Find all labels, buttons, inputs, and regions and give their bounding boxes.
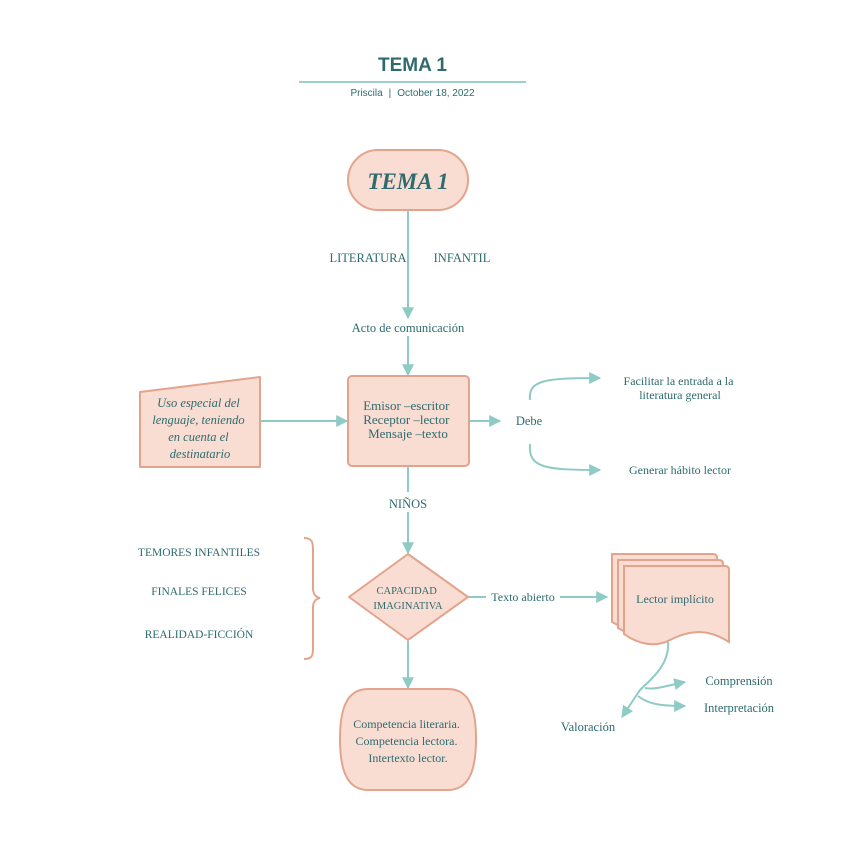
decision-shape xyxy=(348,553,469,641)
input-shape xyxy=(139,376,261,468)
process-text: Emisor –escritor Receptor –lector Mensaj… xyxy=(363,398,453,441)
node-end: Competencia literaria. Competencia lecto… xyxy=(338,688,478,791)
side-list-item: FINALES FELICES xyxy=(151,586,247,598)
decision-line: IMAGINATIVA xyxy=(373,601,443,612)
node-decision: CAPACIDAD IMAGINATIVA xyxy=(348,553,469,641)
title-divider xyxy=(299,81,526,83)
connector-to-interpretacion xyxy=(637,695,687,712)
label-interpretacion: Interpretación xyxy=(704,701,775,715)
input-line: lenguaje, teniendo xyxy=(152,413,244,427)
side-list-item: TEMORES INFANTILES xyxy=(138,547,260,559)
meta-separator: | xyxy=(388,88,392,99)
end-line: Competencia lectora. xyxy=(356,734,458,748)
date: October 18, 2022 xyxy=(397,88,475,99)
side-list-item: REALIDAD-FICCIÓN xyxy=(145,627,254,641)
label-generar: Generar hábito lector xyxy=(629,463,731,477)
document-meta: Priscila | October 18, 2022 xyxy=(0,88,825,99)
node-input: Uso especial del lenguaje, teniendo en c… xyxy=(139,376,261,468)
input-line: Uso especial del xyxy=(157,396,240,410)
process-shape xyxy=(347,375,470,467)
input-line: destinatario xyxy=(170,447,230,461)
node-process: Emisor –escritor Receptor –lector Mensaj… xyxy=(347,375,470,467)
node-start: TEMA 1 xyxy=(347,149,469,211)
end-text: Competencia literaria. Competencia lecto… xyxy=(353,717,463,765)
label-ninos: NIÑOS xyxy=(389,497,427,511)
end-shape xyxy=(338,688,478,791)
label-texto-abierto: Texto abierto xyxy=(491,590,554,604)
decision-line: CAPACIDAD xyxy=(377,586,438,597)
input-text: Uso especial del lenguaje, teniendo en c… xyxy=(152,396,247,461)
end-line: Competencia literaria. xyxy=(353,717,460,731)
label-facilitar: Facilitar la entrada a la literatura gen… xyxy=(624,374,737,402)
node-documents: Lector implícito xyxy=(611,553,730,646)
end-line: Intertexto lector. xyxy=(368,751,447,765)
start-label: TEMA 1 xyxy=(367,169,448,194)
label-comprension: Comprensión xyxy=(705,674,773,688)
documents-label: Lector implícito xyxy=(636,592,714,606)
side-list: TEMORES INFANTILES FINALES FELICES REALI… xyxy=(138,547,260,641)
connector-to-comprension xyxy=(644,678,687,691)
author: Priscila xyxy=(350,88,383,99)
facilitar-line: Facilitar la entrada a la xyxy=(624,374,735,388)
connectors xyxy=(260,210,687,718)
connector-debe-to-generar xyxy=(528,443,602,476)
label-literatura: LITERATURA xyxy=(329,251,406,265)
connector-debe-to-facilitar xyxy=(528,372,602,401)
process-line: Mensaje –texto xyxy=(368,426,448,441)
process-line: Receptor –lector xyxy=(363,412,450,427)
process-line: Emisor –escritor xyxy=(363,398,450,413)
label-debe: Debe xyxy=(516,414,543,428)
document-front-shape xyxy=(623,565,730,646)
connector-documents-to-valoracion xyxy=(621,641,670,718)
input-line: en cuenta el xyxy=(168,430,229,444)
decision-text: CAPACIDAD IMAGINATIVA xyxy=(373,586,443,612)
start-shape xyxy=(347,149,469,211)
document-title: TEMA 1 xyxy=(378,55,447,76)
label-valoracion: Valoración xyxy=(561,720,616,734)
label-infantil: INFANTIL xyxy=(434,251,491,265)
brace xyxy=(303,537,321,660)
facilitar-line: literatura general xyxy=(639,388,721,402)
label-acto: Acto de comunicación xyxy=(352,321,465,335)
